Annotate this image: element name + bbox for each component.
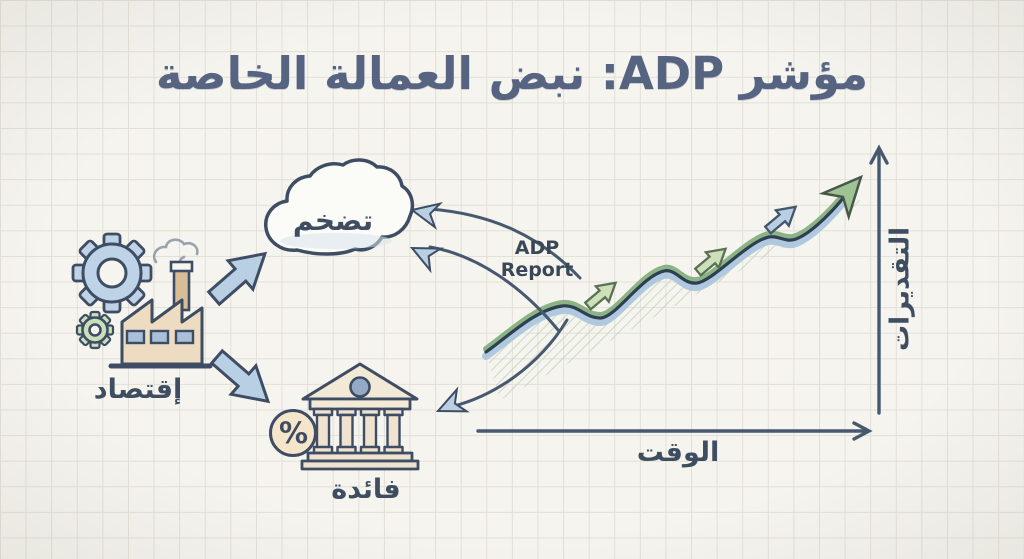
arrow-report-to-inflation-top bbox=[428, 207, 582, 280]
bank-icon bbox=[300, 362, 420, 471]
x-axis-arrowhead-icon bbox=[852, 421, 873, 441]
economy-label: إقتصاد bbox=[93, 374, 183, 405]
y-axis-arrowhead-icon bbox=[869, 144, 889, 165]
adp-report-line1: ADP bbox=[514, 237, 560, 259]
factory-icon bbox=[71, 232, 213, 369]
gear-large-icon bbox=[71, 232, 153, 314]
arrow-economy-to-interest-icon bbox=[203, 341, 282, 418]
trend-line-shadow bbox=[482, 186, 856, 360]
interest-label: فائدة bbox=[331, 474, 401, 505]
arrowhead-inflation-top-icon bbox=[408, 197, 441, 229]
x-axis-label: الوقت bbox=[636, 437, 720, 468]
x-axis bbox=[476, 421, 873, 441]
undercurve-hatching bbox=[486, 186, 862, 400]
y-axis-label: التقديرات bbox=[885, 227, 916, 351]
arrow-economy-to-inflation-icon bbox=[200, 237, 279, 314]
page-title: مؤشر ADP: نبض العمالة الخاصة bbox=[155, 47, 869, 100]
trend-line bbox=[484, 184, 854, 354]
arrowhead-interest-icon bbox=[432, 388, 468, 423]
trend-chart bbox=[476, 144, 889, 441]
flow-arrows bbox=[428, 207, 582, 408]
arrowhead-inflation-bottom-icon bbox=[405, 236, 442, 272]
arrow-report-to-inflation-bottom bbox=[428, 245, 560, 332]
y-axis bbox=[869, 144, 889, 415]
inflation-label: تضخم bbox=[292, 204, 374, 237]
adp-report-line2: Report bbox=[500, 259, 574, 281]
gear-small-icon bbox=[75, 310, 115, 350]
cloud-icon bbox=[264, 158, 415, 256]
adp-report-label: ADP Report bbox=[483, 237, 591, 281]
arrow-report-to-interest bbox=[452, 318, 569, 408]
percent-symbol: % bbox=[278, 416, 309, 450]
trend-line-green bbox=[483, 180, 855, 352]
percent-badge-icon bbox=[269, 409, 317, 457]
